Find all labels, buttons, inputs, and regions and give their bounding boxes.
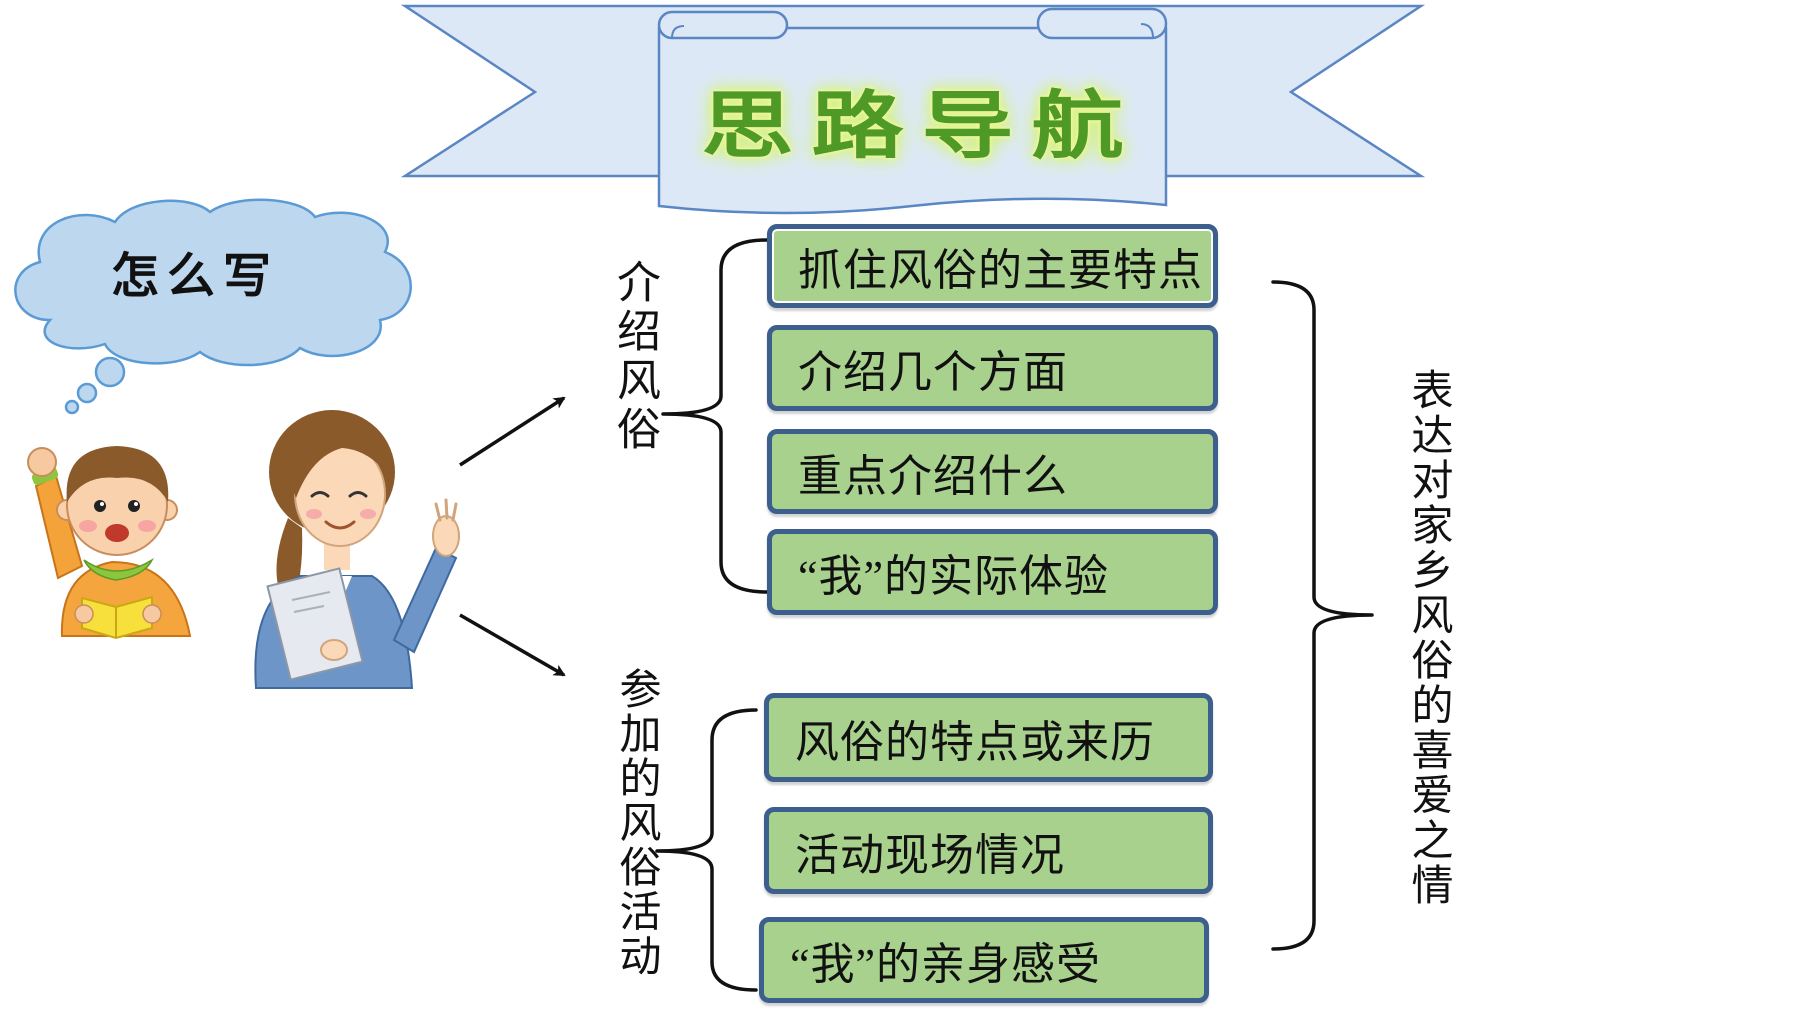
step-box: 活动现场情况 [764, 807, 1213, 894]
step-box-text: 抓住风俗的主要特点 [798, 246, 1203, 295]
brace-branch-2 [655, 708, 758, 992]
step-box-text: 活动现场情况 [795, 830, 1065, 880]
step-box-text: “我”的实际体验 [798, 552, 1110, 601]
teacher-illustration [254, 410, 460, 689]
step-box-text: 风俗的特点或来历 [795, 717, 1155, 767]
step-box: 重点介绍什么 [767, 429, 1218, 514]
step-box: “我”的实际体验 [767, 529, 1218, 615]
thought-cloud [14, 198, 412, 415]
brace-branch-1 [661, 238, 769, 594]
brace-conclusion [1271, 280, 1374, 951]
step-box: “我”的亲身感受 [759, 917, 1209, 1003]
step-box: 抓住风俗的主要特点 [767, 224, 1218, 308]
step-box: 风俗的特点或来历 [764, 693, 1213, 782]
title-banner [400, 4, 1426, 215]
arrow-to-branch-2 [459, 613, 566, 677]
arrow-to-branch-1 [459, 396, 566, 467]
conclusion-label: 表达对家乡风俗的喜爱之情 [1405, 368, 1451, 908]
step-box-text: 重点介绍什么 [798, 451, 1068, 501]
step-box-text: 介绍几个方面 [798, 348, 1068, 397]
step-box-text: “我”的亲身感受 [790, 940, 1102, 989]
branch-label-activity: 参加的风俗活动 [613, 667, 659, 979]
thought-bubble-text: 怎么写 [110, 248, 279, 304]
boy-illustration [27, 446, 192, 640]
step-box: 介绍几个方面 [767, 325, 1218, 411]
branch-label-intro: 介绍风俗 [610, 259, 659, 455]
page-title: 思路导航 [701, 82, 1142, 169]
